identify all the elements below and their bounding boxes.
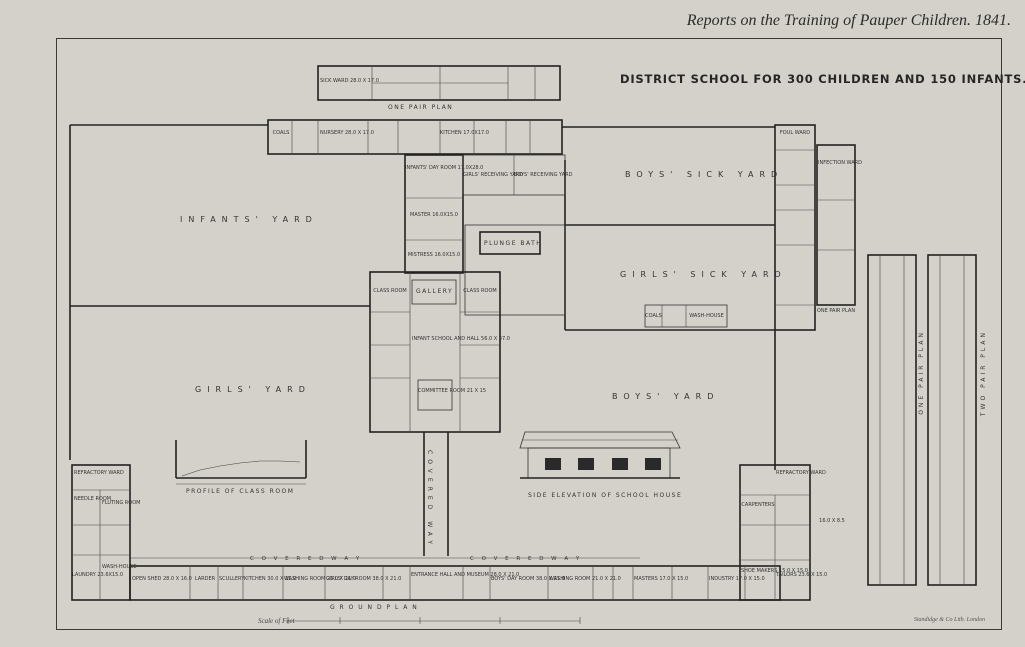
label-refractory: REFRACTORY WARD [74,470,124,476]
label-side-elevation: SIDE ELEVATION OF SCHOOL HOUSE [528,492,683,499]
label-girls-yard: GIRLS' YARD [195,385,311,394]
label-boys-receiving: BOYS' RECEIVING YARD [514,172,573,178]
label-girls-receiving: GIRLS' RECEIVING YARD [463,172,524,178]
label-entrance-hall: ENTRANCE HALL AND MUSEUM 28.0 X 21.0 [411,572,520,578]
label-scullery: SCULLERY [219,576,245,582]
label-tailors: TAILORS 23.6 X 15.0 [776,572,828,578]
label-wash-house: WASH-HOUSE [689,313,724,319]
label-open-shed: OPEN SHED 28.0 X 16.0 [132,576,192,582]
side-elevation [519,431,681,479]
label-covered-way-right: C O V E R E D W A Y [470,556,583,562]
label-covered-way-left: C O V E R E D W A Y [250,556,363,562]
label-profile: PROFILE OF CLASS ROOM [186,488,295,495]
label-laundry: LAUNDRY 23.6X15.0 [72,572,124,578]
covered-way-vertical [423,432,449,556]
class-room-profile [175,440,307,485]
label-needle-room: NEEDLE ROOM [74,496,112,502]
lithographer-credit: Standidge & Co Lith. London [913,617,985,623]
label-one-pair-plan-small: ONE PAIR PLAN [816,308,856,314]
label-class-room-1: CLASS ROOM [373,288,407,294]
label-wash-house-left: WASH-HOUSE [102,564,137,570]
label-one-pair-plan-vertical: ONE PAIR PLAN [918,330,925,415]
label-girls-sick-yard: GIRLS' SICK YARD [620,270,787,279]
label-boys-day-room: BOYS' DAY ROOM 38.0 X 21.0 [491,576,565,582]
label-coals: COALS [272,130,290,136]
infant-range-top [267,119,563,155]
label-washing-room: WASHING ROOM 21.0 X 21.0 [284,576,356,582]
label-sick-ward: SICK WARD 28.0 X 17.0 [320,78,379,84]
ground-plan-range [71,464,811,601]
label-kitchen-top: KITCHEN 17.0X17.0 [440,130,489,136]
label-gallery: GALLERY [416,288,454,295]
label-one-pair-plan: ONE PAIR PLAN [388,104,454,111]
label-fluting-room: FLUTING ROOM [102,500,141,506]
label-dim-16ft: 16.0 X 8.5 [819,518,845,524]
label-industry: INDUSTRY 17.0 X 15.0 [709,576,765,582]
label-boys-yard: BOYS' YARD [612,392,720,401]
label-coals-right: COALS [645,313,662,319]
sick-wing [644,124,856,331]
label-plunge-bath: PLUNGE BATH [484,240,543,247]
label-nursery: NURSERY 28.0 X 17.0 [320,130,374,136]
label-infant-school: INFANT SCHOOL AND HALL 56.0 X 37.0 [412,336,510,342]
yard-walls [69,124,776,470]
scale-label: Scale of Feet [258,617,295,625]
label-infants-day-room: INFANTS' DAY ROOM 17.0X28.0 [405,165,484,171]
label-committee-room: COMMITTEE ROOM 21 X 15 [418,388,487,394]
label-washing-room-2: WASHING ROOM 21.0 X 21.0 [549,576,621,582]
label-mistress: MISTRESS 16.0X15.0 [407,252,461,258]
drawing-title: DISTRICT SCHOOL FOR 300 CHILDREN AND 150… [620,72,1025,86]
side-plans [867,254,977,586]
label-girls-day-room: GIRLS' DAY ROOM 38.0 X 21.0 [326,576,402,582]
label-masters: MASTERS 17.0 X 15.0 [634,576,689,582]
central-block [369,154,566,433]
label-class-room-2: CLASS ROOM [463,288,497,294]
label-ground-plan: G R O U N D P L A N [330,604,419,611]
report-header: Reports on the Training of Pauper Childr… [686,12,1011,29]
scale-bar [287,617,581,624]
label-foul-ward: FOUL WARD [779,130,811,136]
label-boys-sick-yard: BOYS' SICK YARD [625,170,784,179]
label-master: MASTER 16.0X15.0 [410,212,458,218]
one-pair-plan-top [317,65,561,101]
drawing-frame [56,38,1002,630]
label-two-pair-plan-vertical: TWO PAIR PLAN [980,330,987,417]
label-infants-yard: INFANTS' YARD [180,215,318,224]
label-kitchen-ground: KITCHEN 30.0 X 21.0 [244,576,297,582]
label-larder: LARDER [194,576,216,582]
label-infection-ward: INFECTION WARD [818,160,862,166]
label-refractory-right: REFRACTORY WARD [776,470,826,476]
label-carpenters: CARPENTERS [741,502,775,508]
label-shoe-makers: SHOE MAKERS 15.0 X 15.0 [741,568,808,574]
label-covered-way-vertical: COVERED WAY [426,450,433,550]
